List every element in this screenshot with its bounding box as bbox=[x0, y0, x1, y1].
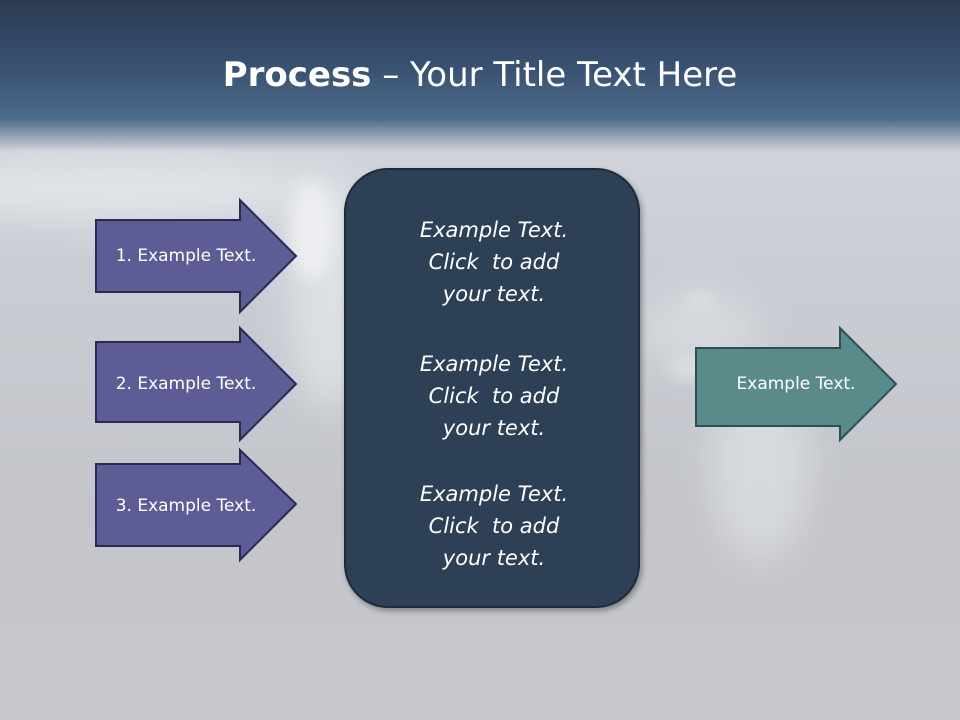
text-line: your text. bbox=[442, 282, 546, 306]
right-arrow-shape bbox=[695, 325, 898, 443]
text-line: your text. bbox=[442, 546, 546, 570]
slide-title[interactable]: Process – Your Title Text Here bbox=[0, 50, 960, 100]
process-box[interactable]: Example Text. Click to add your text. Ex… bbox=[344, 168, 640, 608]
output-arrow-label: Example Text. bbox=[736, 374, 856, 394]
process-text-block-3[interactable]: Example Text. Click to add your text. bbox=[346, 478, 642, 574]
right-arrow-shape bbox=[95, 325, 298, 443]
text-line: Click to add bbox=[428, 384, 560, 408]
text-line: Click to add bbox=[428, 514, 560, 538]
title-bar bbox=[0, 0, 960, 152]
input-arrow-label: 1. Example Text. bbox=[115, 246, 257, 266]
right-arrow-shape bbox=[95, 197, 298, 315]
text-line: Click to add bbox=[428, 250, 560, 274]
text-line: your text. bbox=[442, 416, 546, 440]
process-text-block-2[interactable]: Example Text. Click to add your text. bbox=[346, 348, 642, 444]
right-arrow-shape bbox=[95, 447, 298, 563]
input-arrow-1[interactable]: 1. Example Text. bbox=[94, 197, 300, 315]
text-line: Example Text. bbox=[419, 352, 569, 376]
output-arrow[interactable]: Example Text. bbox=[694, 325, 900, 443]
process-text-block-1[interactable]: Example Text. Click to add your text. bbox=[346, 214, 642, 310]
text-line: Example Text. bbox=[419, 482, 569, 506]
title-rest-part: – Your Title Text Here bbox=[371, 55, 738, 95]
input-arrow-label: 3. Example Text. bbox=[115, 496, 257, 516]
input-arrow-label: 2. Example Text. bbox=[115, 374, 257, 394]
title-bold-part: Process bbox=[222, 55, 372, 95]
input-arrow-2[interactable]: 2. Example Text. bbox=[94, 325, 300, 443]
input-arrow-3[interactable]: 3. Example Text. bbox=[94, 447, 300, 564]
text-line: Example Text. bbox=[419, 218, 569, 242]
